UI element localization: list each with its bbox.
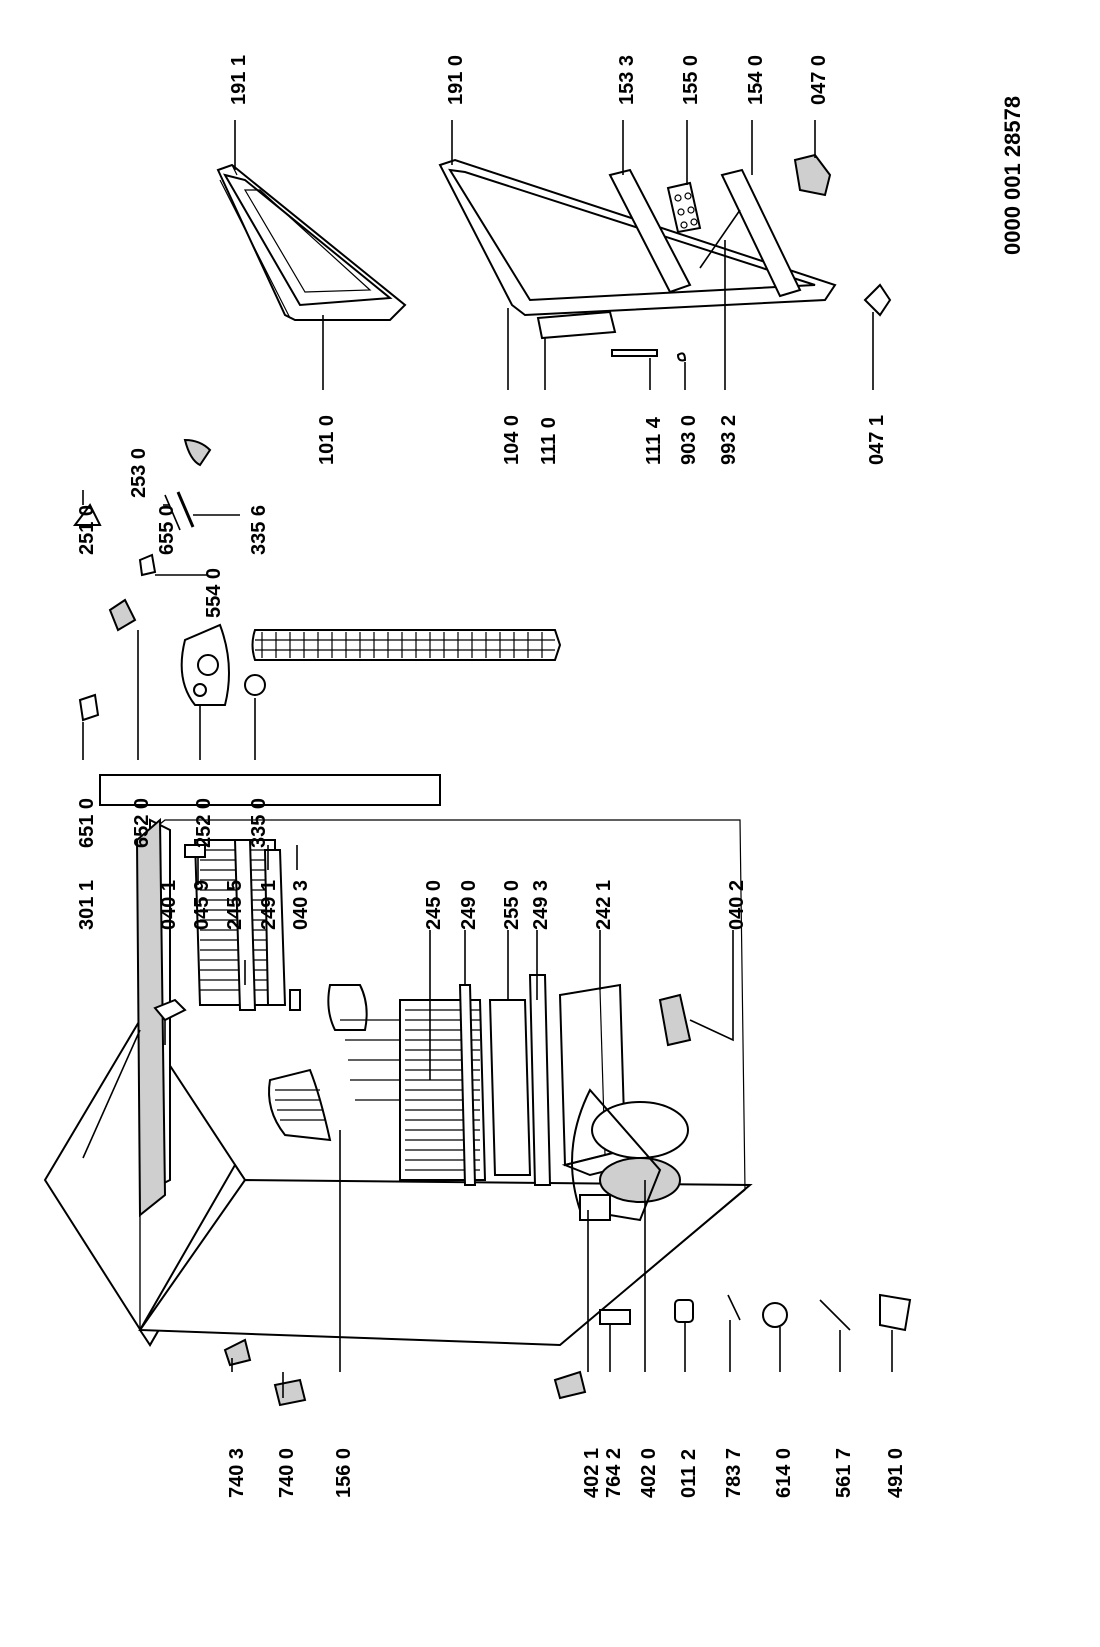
label-9932: 993 2 <box>718 415 740 465</box>
part-2530 <box>183 438 212 467</box>
top-trim-3011 <box>135 817 167 1218</box>
door-labels: 101 0 191 1 191 0 153 3 155 0 154 0 047 … <box>228 55 888 465</box>
control-parts <box>73 438 266 760</box>
label-2550: 255 0 <box>501 880 523 930</box>
door-leaders <box>234 120 874 390</box>
upper-shelf-supports <box>340 1019 405 1101</box>
label-2493: 249 3 <box>530 880 552 930</box>
label-0459: 045 9 <box>191 880 213 930</box>
part-6520 <box>108 598 137 632</box>
part-5617 <box>819 1299 851 1331</box>
shelf-rail <box>458 984 477 1186</box>
label-2491: 249 1 <box>258 880 280 930</box>
glass-shelves <box>399 974 552 1186</box>
label-7837: 783 7 <box>723 1448 745 1498</box>
label-1114: 111 4 <box>643 416 665 465</box>
label-3356: 335 6 <box>248 505 270 555</box>
part-3356 <box>176 491 195 528</box>
label-7642: 764 2 <box>603 1448 625 1498</box>
bracket-0470 <box>793 153 832 197</box>
relay-6140 <box>762 1302 788 1328</box>
label-2520: 252 0 <box>193 798 215 848</box>
clip-9030 <box>676 352 687 362</box>
label-2510: 251 0 <box>76 505 98 555</box>
document-number: 0000 001 28578 <box>1000 96 1025 255</box>
label-0401: 040 1 <box>158 880 180 930</box>
part-0112 <box>674 1299 694 1323</box>
label-6510: 651 0 <box>76 798 98 848</box>
part-7642 <box>599 1309 631 1325</box>
part-2510 <box>73 503 102 526</box>
shelf-2550 <box>488 999 532 1176</box>
part-7837 <box>727 1294 741 1321</box>
label-4020: 402 0 <box>638 1448 660 1498</box>
label-1560: 156 0 <box>333 1448 355 1498</box>
label-3011: 301 1 <box>76 880 98 930</box>
knob-3350 <box>244 674 266 696</box>
label-1540: 154 0 <box>745 55 767 105</box>
label-7400: 740 0 <box>276 1448 298 1498</box>
freezer-flap <box>233 839 257 1011</box>
condenser-coils <box>251 629 562 661</box>
fridge-door-1040 <box>438 158 837 340</box>
freezer-grid <box>193 839 287 1011</box>
label-1040: 104 0 <box>501 415 523 465</box>
condenser <box>99 774 441 806</box>
foot-7400 <box>273 1378 307 1407</box>
label-4021: 402 1 <box>581 1448 603 1498</box>
label-3350: 335 0 <box>248 798 270 848</box>
rear-foot <box>553 1370 587 1400</box>
hinge-mid-0403 <box>289 989 301 1011</box>
evaporator <box>268 1068 332 1142</box>
strip-1114 <box>611 349 658 357</box>
label-0112: 011 2 <box>678 1449 700 1498</box>
freezer-door-1010 <box>216 163 407 321</box>
refrigerator-cabinet <box>43 629 912 1407</box>
label-0470: 047 0 <box>808 55 830 105</box>
hinge-bottom-0402 <box>658 993 692 1047</box>
compressor <box>571 1088 689 1222</box>
label-4910: 491 0 <box>885 1448 907 1498</box>
label-9030: 903 0 <box>678 415 700 465</box>
label-2421: 242 1 <box>593 880 615 930</box>
label-0402: 040 2 <box>726 880 748 930</box>
part-9932 <box>699 209 741 269</box>
label-5540: 554 0 <box>203 568 225 618</box>
label-2490: 249 0 <box>458 880 480 930</box>
foot-7403 <box>223 1338 252 1367</box>
cap-0471 <box>863 283 892 317</box>
label-1110: 111 0 <box>538 417 560 465</box>
label-2455: 245 5 <box>224 880 246 930</box>
label-6550: 655 0 <box>156 505 178 555</box>
label-2450: 245 0 <box>423 880 445 930</box>
part-6510 <box>78 693 100 722</box>
inner-thermostat-housing <box>327 984 368 1031</box>
label-1010: 101 0 <box>316 415 338 465</box>
label-1911: 191 1 <box>228 55 250 105</box>
label-2530: 253 0 <box>128 448 150 498</box>
part-5540 <box>138 553 157 577</box>
label-5617: 561 7 <box>833 1448 855 1498</box>
pin-0459 <box>184 844 206 858</box>
control-labels: 651 0 652 0 252 0 335 0 251 0 554 0 655 … <box>76 448 270 848</box>
label-1910: 191 0 <box>445 55 467 105</box>
label-1533: 153 3 <box>616 55 638 105</box>
hinge-top-0401 <box>153 998 187 1022</box>
freezer-rail <box>263 849 287 1006</box>
label-6140: 614 0 <box>773 1448 795 1498</box>
door-handle-1110 <box>536 310 617 340</box>
door-bin-1540 <box>720 168 802 298</box>
label-0471: 047 1 <box>866 415 888 465</box>
part-6550 <box>164 494 181 531</box>
cover-4910 <box>879 1293 912 1332</box>
label-7403: 740 3 <box>226 1448 248 1498</box>
label-6520: 652 0 <box>131 798 153 848</box>
cabinet-labels: 740 3 740 0 156 0 402 1 764 2 402 0 011 … <box>76 880 907 1498</box>
label-0403: 040 3 <box>290 880 312 930</box>
label-1550: 155 0 <box>680 55 702 105</box>
thermostat-housing-2520 <box>180 623 230 706</box>
shelf-trim-2493 <box>528 974 552 1186</box>
